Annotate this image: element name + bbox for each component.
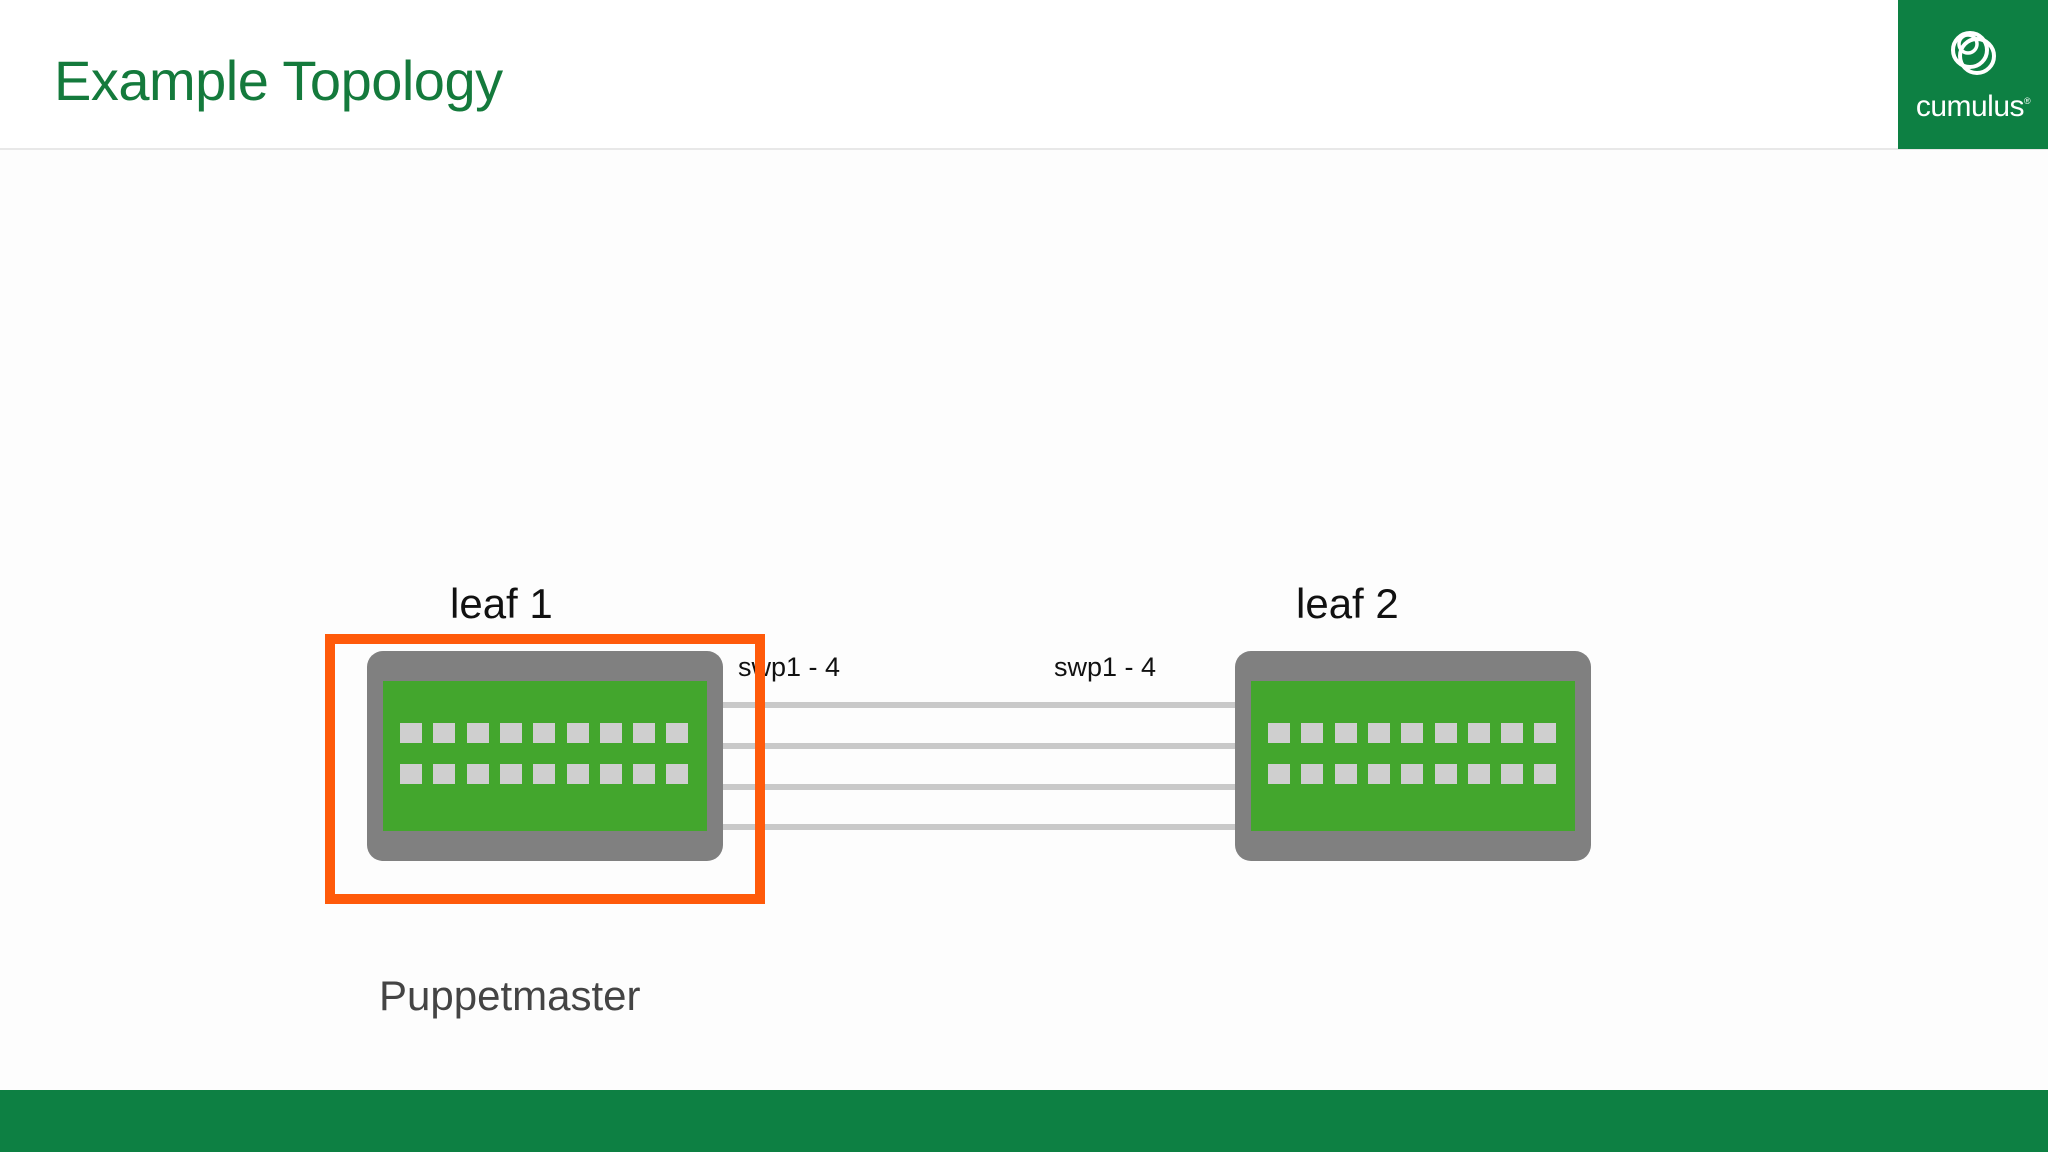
leaf2-port (1268, 764, 1290, 784)
cumulus-logo: cumulus® (1898, 0, 2048, 149)
link-1 (720, 702, 1240, 708)
leaf1-port (433, 764, 456, 784)
leaf2-port (1401, 764, 1424, 784)
leaf1-port (566, 723, 589, 743)
logo-wordmark: cumulus® (1898, 90, 2048, 124)
leaf1-port (400, 723, 422, 743)
leaf1-port (666, 723, 689, 743)
leaf2-port (1334, 764, 1357, 784)
leaf1-port (533, 723, 556, 743)
leaf2-port-panel (1251, 681, 1575, 831)
leaf1-port (633, 764, 656, 784)
leaf1-port (533, 764, 556, 784)
logo-registered-mark: ® (2024, 96, 2031, 106)
leaf2-port (1367, 764, 1390, 784)
leaf2-switch (1235, 651, 1591, 861)
leaf1-port (499, 723, 522, 743)
leaf2-port (1301, 723, 1324, 743)
slide-title: Example Topology (54, 49, 503, 112)
leaf2-port (1301, 764, 1324, 784)
leaf2-port (1534, 764, 1557, 784)
link-2 (720, 743, 1240, 749)
footer-bar (0, 1090, 2048, 1152)
leaf1-port (499, 764, 522, 784)
leaf2-port (1434, 723, 1457, 743)
leaf1-port (599, 764, 622, 784)
leaf1-highlight-box (325, 634, 765, 904)
cumulus-rings-icon (1951, 31, 1996, 75)
leaf2-port (1467, 723, 1490, 743)
leaf2-port (1434, 764, 1457, 784)
leaf1-port (599, 723, 622, 743)
leaf2-port (1501, 764, 1524, 784)
leaf2-label: leaf 2 (1296, 580, 1399, 627)
leaf2-port (1334, 723, 1357, 743)
leaf1-switch (367, 651, 723, 861)
link-4 (720, 824, 1240, 830)
leaf1-port-panel (383, 681, 707, 831)
leaf1-port (466, 723, 489, 743)
leaf1-port (466, 764, 489, 784)
leaf1-port (566, 764, 589, 784)
leaf1-port (666, 764, 689, 784)
logo-name: cumulus (1915, 90, 2025, 123)
leaf1-role-label: Puppetmaster (379, 972, 641, 1019)
leaf2-port (1501, 723, 1524, 743)
leaf1-port (400, 764, 422, 784)
leaf2-port (1534, 723, 1557, 743)
leaf1-label: leaf 1 (450, 580, 553, 627)
leaf2-ports-label: swp1 - 4 (1054, 652, 1157, 682)
leaf2-port (1268, 723, 1290, 743)
link-3 (720, 784, 1240, 790)
leaf1-port (433, 723, 456, 743)
leaf2-port (1467, 764, 1490, 784)
slide-header: Example Topology cumulus® (0, 0, 2048, 150)
leaf1-port (633, 723, 656, 743)
leaf2-port (1401, 723, 1424, 743)
leaf2-port (1367, 723, 1390, 743)
